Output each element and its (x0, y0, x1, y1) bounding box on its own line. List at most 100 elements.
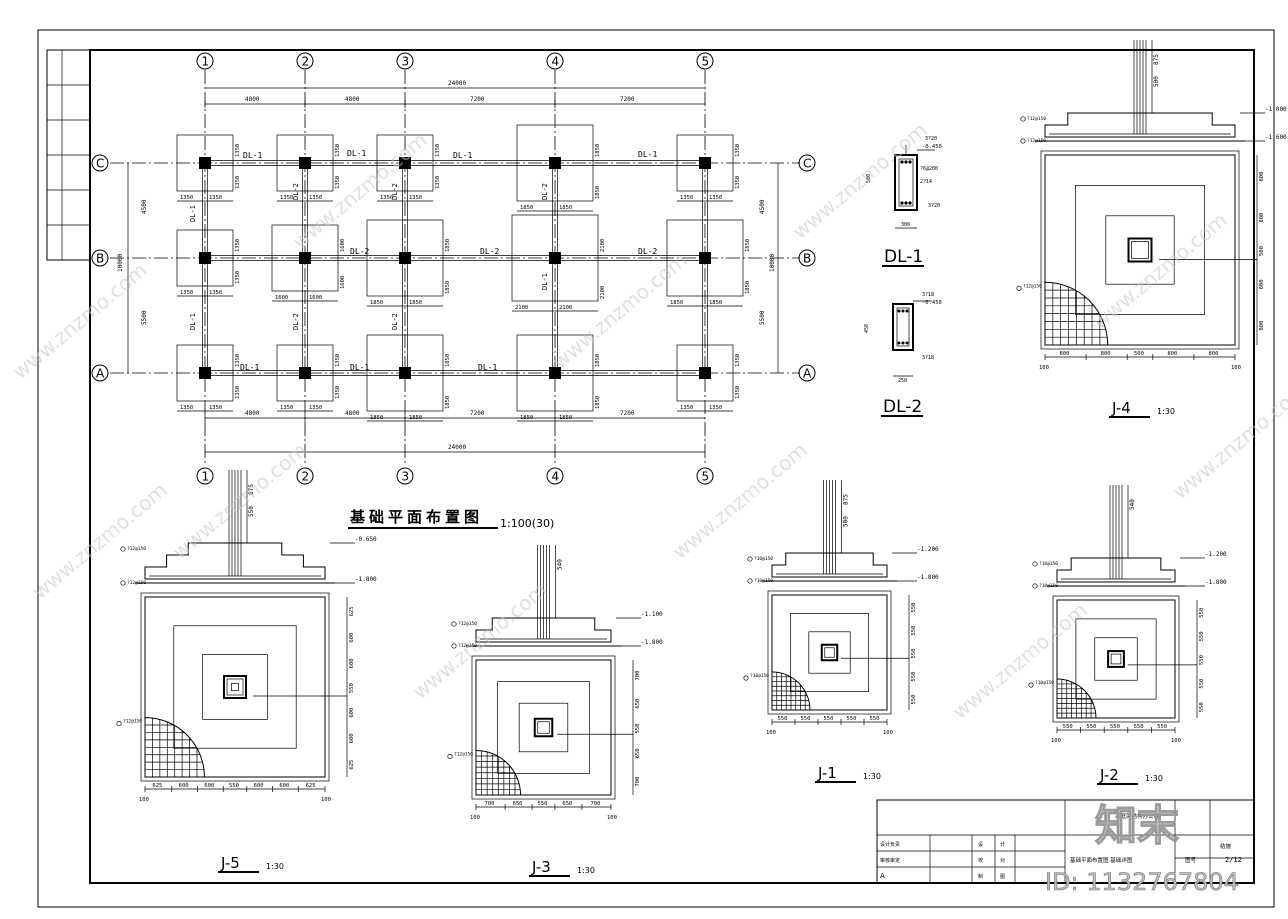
footing-plan-column (1127, 237, 1153, 263)
pad-dim: 1850 (595, 144, 601, 157)
footing-dim: 550 (911, 695, 917, 705)
plan-title: 基础平面布置图 (349, 508, 483, 526)
beam-label: DL-1 (347, 149, 366, 158)
footing-dim: 800 (1101, 351, 1111, 357)
vbeam-label: DL-1 (541, 273, 549, 290)
footing-plan-column-inner (537, 721, 550, 734)
watermark-layer: www.znzmo.comwww.znzmo.comwww.znzmo.comw… (8, 118, 1288, 724)
leader-bubble (447, 753, 453, 760)
pad-dim: 1350 (235, 239, 241, 252)
height-dim: 540 (557, 559, 564, 570)
column (399, 252, 411, 264)
footing-label: J-4 (1111, 399, 1131, 417)
footing-pad (666, 219, 744, 297)
leader-bubble (747, 578, 753, 584)
column (699, 367, 711, 379)
footing-pad (516, 124, 594, 202)
pad-dim: 1350 (209, 405, 222, 411)
footing-plan-column (533, 717, 554, 738)
pad-dim: 1850 (595, 396, 601, 409)
pad-dim: 1350 (280, 195, 293, 201)
axis-bubble-2 (296, 467, 314, 485)
footing-plan-column-inner (226, 678, 244, 696)
pad-dim: 1850 (670, 300, 683, 306)
tb-col-1: 设 (978, 841, 983, 848)
footing-dim: 550 (1199, 679, 1205, 689)
column (399, 367, 411, 379)
beam-label: DL-2 (638, 247, 657, 256)
dl2-elev: -0.450 (922, 300, 942, 306)
height-dim: 875 (248, 484, 255, 495)
footing-dim: 600 (279, 783, 289, 789)
vbeam-label: DL-2 (292, 313, 300, 330)
section-note: ?10@150 (754, 578, 773, 584)
pad-dim: 1350 (435, 176, 441, 189)
pad-dim: 1350 (235, 386, 241, 399)
edge-dim: 100 (1039, 365, 1049, 371)
axis-bubble-4 (546, 52, 564, 70)
pad-dim: 1350 (280, 405, 293, 411)
column (299, 252, 311, 264)
tb-drawing-name: 基础平面布置图 基础详图 (1070, 856, 1133, 864)
footing-plan-outer (471, 655, 616, 800)
dl1-elev: -0.450 (922, 144, 942, 150)
footing-dim: 550 (1199, 608, 1205, 618)
mesh-arc (144, 717, 205, 778)
stamp-logo: 知末 (1095, 801, 1179, 850)
footing-section-outline (144, 542, 326, 580)
pad-dim: 1600 (275, 295, 288, 301)
footing-dim: 550 (1134, 724, 1144, 730)
footing-dim: 700 (635, 671, 641, 681)
mesh-note: ?12@150 (454, 751, 473, 757)
section-note: ?12@150 (1027, 116, 1046, 122)
axis-bubble-B (91, 249, 109, 267)
footing-dim: 600 (204, 783, 214, 789)
footing-pad (366, 219, 444, 297)
footing-dim: 550 (1063, 724, 1073, 730)
mesh-arc (1044, 281, 1109, 346)
title-block: 某框架结构办公楼 基础平面布置图 基础详图 图号 结施 2/12 设计负责 审核… (876, 799, 1255, 884)
watermark-text: www.znzmo.com (28, 478, 172, 604)
vbeam-label: DL-2 (541, 183, 549, 200)
pad-dim: 1350 (709, 405, 722, 411)
footing-dim: 550 (1199, 655, 1205, 665)
pad-dim: 1850 (445, 396, 451, 409)
side-dim: 4500 (141, 199, 148, 214)
edge-dim: 100 (607, 815, 617, 821)
footing-dim: 625 (349, 606, 355, 616)
leader-bubble (1028, 682, 1034, 688)
footing-dim: 700 (635, 777, 641, 787)
watermark-text: www.znzmo.com (788, 118, 932, 244)
signature-strip (46, 49, 91, 261)
footing-dim: 600 (349, 733, 355, 743)
rebar-mesh (772, 672, 810, 710)
beam-label: DL-1 (240, 363, 259, 372)
section-note: ?12@150 (458, 621, 477, 627)
height-dim: 550 (248, 506, 255, 517)
watermark-text: www.znzmo.com (408, 578, 552, 704)
pad-dim: 1850 (745, 281, 751, 294)
footing-label: J-2 (1099, 766, 1119, 784)
footing-dim: 550 (229, 783, 239, 789)
footing-dim: 800 (1060, 351, 1070, 357)
footing-section-outline (1044, 112, 1236, 138)
leader-bubble (743, 675, 749, 681)
footing-dim: 550 (847, 716, 857, 722)
pad-dim: 1850 (409, 300, 422, 306)
leader-bubble (451, 643, 457, 649)
footing-pad (516, 334, 594, 412)
pad-dim: 2100 (515, 305, 528, 311)
footing-dim: 600 (179, 783, 189, 789)
bay-dim: 4800 (345, 410, 360, 417)
footing-dim: 550 (1199, 631, 1205, 641)
side-dim: 5500 (141, 310, 148, 325)
tb-row-3: A (880, 872, 885, 880)
pad-dim: 1350 (209, 195, 222, 201)
footing-dim: 550 (911, 603, 917, 613)
column (299, 367, 311, 379)
axis-bubble-C (798, 154, 816, 172)
footing-dim: 550 (824, 716, 834, 722)
footing-plan-base (1044, 154, 1236, 346)
